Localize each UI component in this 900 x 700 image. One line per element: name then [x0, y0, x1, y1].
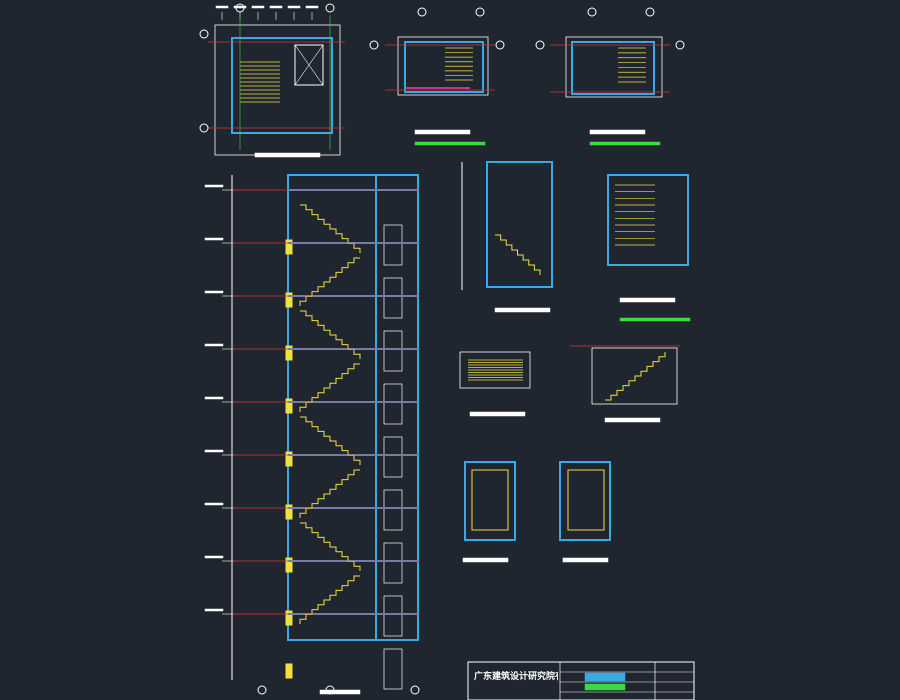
- plan-dimensions: [233, 5, 247, 9]
- stair-plan-walls: [404, 41, 484, 93]
- elevator-door: [383, 489, 403, 531]
- plan-dimensions: [251, 5, 265, 9]
- landing-mark: [285, 610, 293, 626]
- landing-mark: [285, 557, 293, 573]
- small-plan-2-title: [562, 557, 609, 563]
- plan-ltb-title: [469, 411, 526, 417]
- stair-plan-walls-2: [571, 41, 655, 95]
- dimension-lines: [204, 5, 319, 615]
- small-plan-1-core: [471, 469, 509, 531]
- elevator-door: [383, 595, 403, 637]
- level-tag: [204, 502, 224, 506]
- elevator-door: [383, 277, 403, 319]
- elevator-door: [383, 648, 403, 690]
- level-tag: [204, 449, 224, 453]
- level-tag: [204, 290, 224, 294]
- plan-dimensions: [287, 5, 301, 9]
- section-title: [319, 689, 361, 695]
- grid-bubble: [495, 40, 505, 50]
- stair-plan-frame: [397, 36, 489, 96]
- wall-outlines: [214, 24, 689, 690]
- title-block-frame: [467, 661, 695, 700]
- landing-mark: [285, 451, 293, 467]
- section-bb-stair: [495, 234, 541, 275]
- level-tag: [204, 555, 224, 559]
- plan-title: [254, 152, 321, 158]
- section-bb: [486, 161, 553, 288]
- grid-bubble: [587, 7, 597, 17]
- elevator-door: [383, 330, 403, 372]
- level-tag: [204, 237, 224, 241]
- grid-bubble: [417, 7, 427, 17]
- level-tag: [204, 184, 224, 188]
- title-block-highlight-2: [584, 683, 626, 691]
- section-bb-title: [494, 307, 551, 313]
- stair-plan-note-2: [589, 141, 661, 146]
- level-tag: [204, 343, 224, 347]
- level-tag: [204, 608, 224, 612]
- stair-section-flight: [300, 310, 361, 359]
- elevator-door: [383, 542, 403, 584]
- section-cc-note: [619, 317, 691, 322]
- grid-bubble: [645, 7, 655, 17]
- grid-bubble: [535, 40, 545, 50]
- elevator-cross: [294, 44, 324, 86]
- elevator-door: [383, 436, 403, 478]
- stair-section-flight: [299, 363, 360, 412]
- section-dd-title: [604, 417, 661, 423]
- section-dd: [591, 347, 678, 405]
- stair-plan-title: [414, 129, 471, 135]
- section-cc-title: [619, 297, 676, 303]
- title-block-highlight: [584, 672, 626, 682]
- stair-section-flight: [300, 416, 361, 465]
- small-plan-1-title: [462, 557, 509, 563]
- stair-section-flight: [299, 257, 360, 306]
- title-block: [467, 661, 695, 700]
- grid-bubble: [257, 685, 267, 695]
- landing-mark: [285, 292, 293, 308]
- grid-bubble: [675, 40, 685, 50]
- plan-walls: [231, 37, 333, 134]
- drawing-labels: [254, 129, 691, 695]
- section-shaft-right: [375, 174, 419, 641]
- grid-bubble: [325, 3, 335, 13]
- stair-flights: [240, 47, 666, 624]
- stair-section-flight: [299, 469, 360, 518]
- landing-mark: [285, 504, 293, 520]
- elevator-shaft: [294, 44, 324, 86]
- stair-plan-title-2: [589, 129, 646, 135]
- grid-bubble: [475, 7, 485, 17]
- small-plan-1: [464, 461, 516, 541]
- stair-plan-frame-2: [565, 36, 663, 98]
- stair-plan-note: [414, 141, 486, 146]
- section-cc: [607, 174, 689, 266]
- landing-mark: [285, 663, 293, 679]
- elevator-door: [383, 224, 403, 266]
- grid-bubble: [199, 29, 209, 39]
- elevator-door: [383, 383, 403, 425]
- plan-dimensions: [305, 5, 319, 9]
- grid-bubble: [199, 123, 209, 133]
- stair-section-flight: [300, 204, 361, 253]
- plan-dimensions: [215, 5, 229, 9]
- grid-bubble: [369, 40, 379, 50]
- small-plan-2-core: [567, 469, 605, 531]
- landing-mark: [285, 345, 293, 361]
- small-plan-2: [559, 461, 611, 541]
- plan-ltb: [459, 351, 531, 389]
- level-tag: [204, 396, 224, 400]
- stair-section-flight: [300, 522, 361, 571]
- grid-bubble: [235, 3, 245, 13]
- stair-section-flight: [299, 575, 360, 624]
- plan-dimensions: [269, 5, 283, 9]
- company-name: 广东建筑设计研究院有限公司: [474, 672, 558, 682]
- axis-lines: [199, 3, 685, 695]
- landing-mark: [285, 398, 293, 414]
- grid-bubble: [410, 685, 420, 695]
- section-dd-stair: [605, 352, 666, 401]
- landing-mark: [285, 239, 293, 255]
